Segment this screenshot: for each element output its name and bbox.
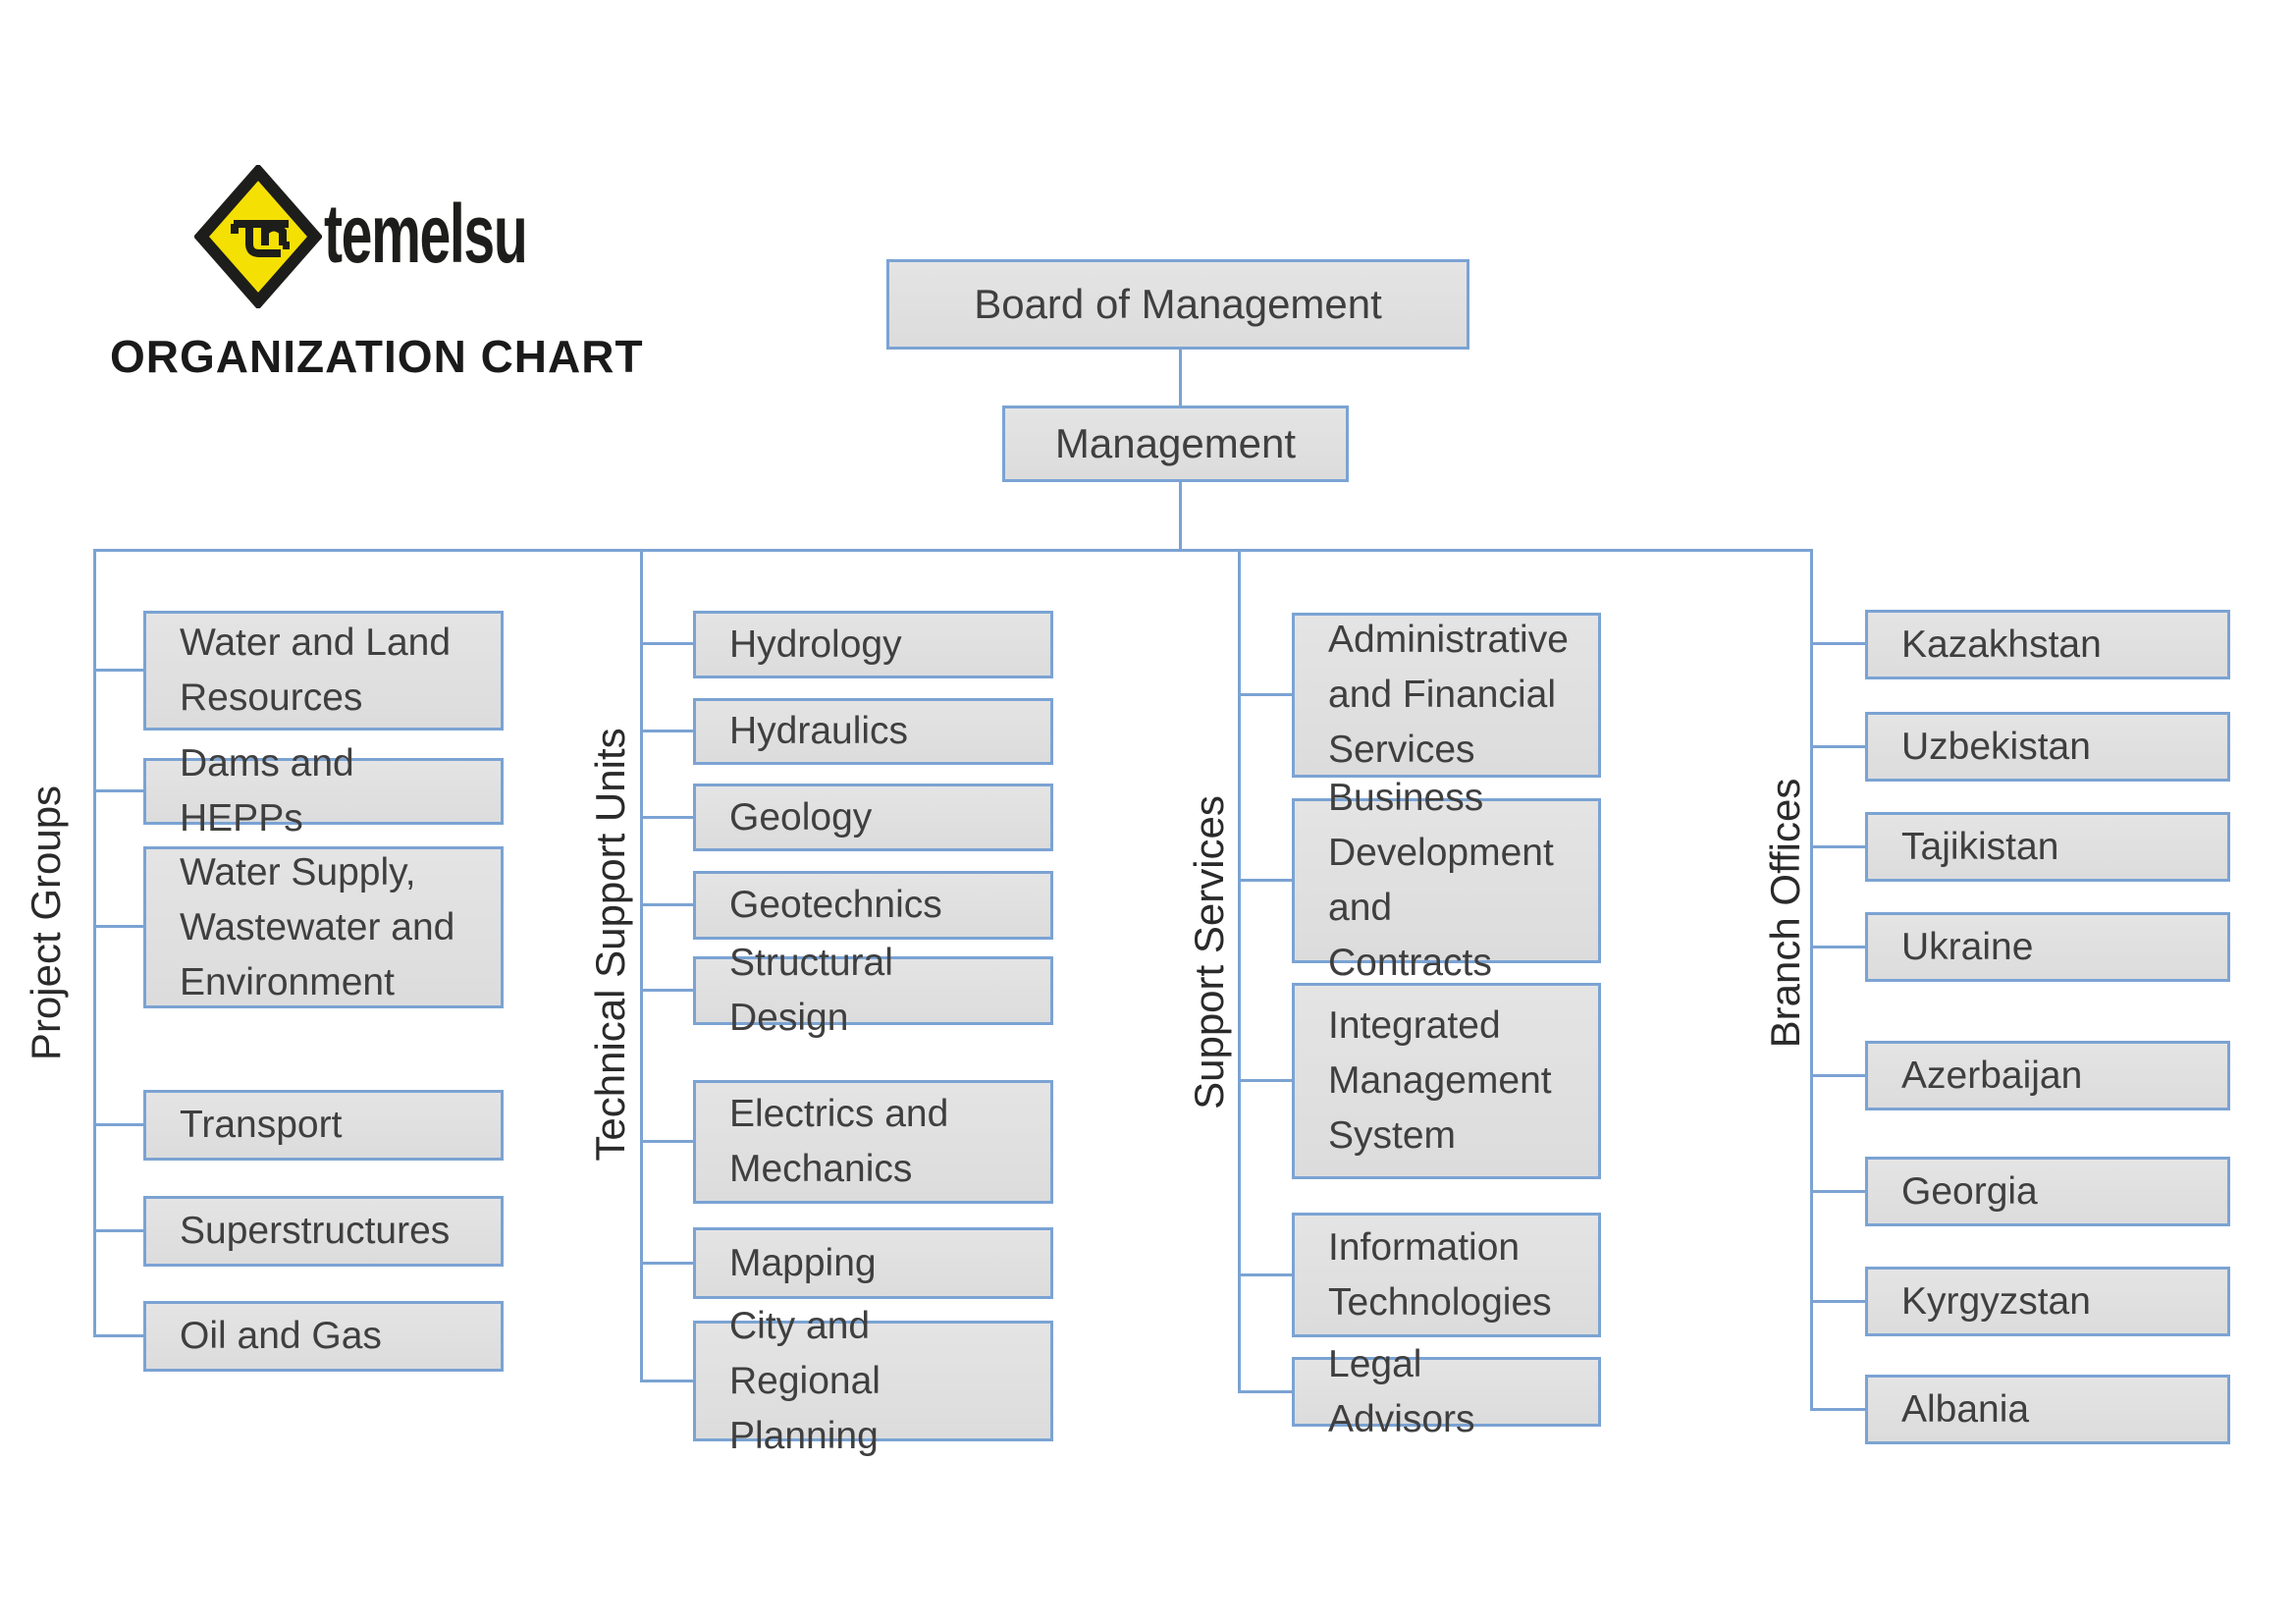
group-label-technical-support-units: Technical Support Units [587, 728, 633, 1162]
connector-line [93, 1123, 143, 1126]
node-superstructures: Superstructures [143, 1196, 504, 1267]
node-label: Georgia [1901, 1169, 2038, 1213]
node-mapping: Mapping [693, 1227, 1053, 1299]
connector-line [1238, 693, 1292, 696]
connector-line [640, 903, 693, 906]
spine-branch-offices [1810, 549, 1813, 1410]
node-administrative-and-financial-services: Administrative and Financial Services [1292, 613, 1601, 778]
node-label: Board of Management [974, 281, 1382, 327]
node-label: Management [1054, 420, 1297, 466]
node-label: Ukraine [1901, 925, 2034, 968]
node-label: Azerbaijan [1901, 1054, 2083, 1097]
connector-line [1179, 482, 1182, 551]
connector-line [1179, 350, 1182, 406]
node-label: Legal Advisors [1328, 1342, 1475, 1440]
connector-line [1238, 1390, 1292, 1393]
node-label: Business Development and Contracts [1328, 777, 1554, 984]
node-label: Electrics and Mechanics [729, 1093, 949, 1190]
node-albania: Albania [1865, 1375, 2230, 1444]
node-label: Geotechnics [729, 884, 942, 926]
connector-line [640, 642, 693, 645]
node-label: Kyrgyzstan [1901, 1279, 2091, 1323]
spine-technical-support-units [640, 549, 643, 1381]
node-label: Dams and HEPPs [180, 742, 354, 839]
node-label: Structural Design [729, 942, 893, 1039]
connector-line [640, 1380, 693, 1382]
node-georgia: Georgia [1865, 1157, 2230, 1226]
node-ukraine: Ukraine [1865, 912, 2230, 982]
node-transport: Transport [143, 1090, 504, 1161]
node-legal-advisors: Legal Advisors [1292, 1343, 1601, 1440]
node-business-development-and-contracts: Business Development and Contracts [1292, 777, 1601, 984]
connector-line [1238, 879, 1292, 882]
node-label: Kazakhstan [1901, 623, 2102, 666]
node-label: Hydrology [729, 623, 902, 666]
node-kyrgyzstan: Kyrgyzstan [1865, 1267, 2230, 1336]
node-label: Uzbekistan [1901, 725, 2091, 768]
connector-line [1810, 946, 1865, 948]
group-label-branch-offices: Branch Offices [1762, 778, 1808, 1049]
group-label-support-services: Support Services [1186, 795, 1232, 1110]
node-geotechnics: Geotechnics [693, 871, 1053, 940]
temelsu-logo-icon [193, 162, 323, 311]
connector-line [93, 925, 143, 928]
connector-line [93, 669, 143, 672]
node-tajikistan: Tajikistan [1865, 812, 2230, 882]
node-management: Management [1002, 406, 1349, 482]
connector-line [640, 989, 693, 992]
node-label: Oil and Gas [180, 1315, 382, 1357]
node-label: Water Supply, Wastewater and Environment [180, 850, 455, 1003]
spine-support-services [1238, 549, 1241, 1393]
connector-line [93, 1334, 143, 1337]
logo-wordmark: temelsu [324, 188, 528, 280]
node-label: Water and Land Resources [180, 622, 452, 719]
node-label: Information Technologies [1328, 1225, 1552, 1324]
node-structural-design: Structural Design [693, 942, 1053, 1039]
node-oil-and-gas: Oil and Gas [143, 1301, 504, 1372]
node-hydraulics: Hydraulics [693, 698, 1053, 765]
node-label: Superstructures [180, 1210, 451, 1252]
connector-line [1810, 642, 1865, 645]
node-label: Hydraulics [729, 710, 909, 752]
node-label: Administrative and Financial Services [1328, 619, 1569, 771]
connector-line [1810, 845, 1865, 848]
node-label: Mapping [729, 1241, 877, 1284]
connector-line [640, 816, 693, 819]
connector-line [640, 730, 693, 732]
spine-project-groups [93, 549, 96, 1337]
node-label: Tajikistan [1901, 825, 2059, 868]
connector-line [93, 549, 1813, 552]
node-water-and-land-resources: Water and Land Resources [143, 611, 504, 731]
connector-line [1238, 1273, 1292, 1276]
node-geology: Geology [693, 784, 1053, 851]
node-hydrology: Hydrology [693, 611, 1053, 678]
connector-line [1810, 1074, 1865, 1077]
connector-line [1810, 1408, 1865, 1411]
node-information-technologies: Information Technologies [1292, 1213, 1601, 1337]
node-uzbekistan: Uzbekistan [1865, 712, 2230, 782]
group-label-project-groups: Project Groups [23, 785, 69, 1061]
node-label: Transport [180, 1104, 343, 1146]
node-city-and-regional-planning: City and Regional Planning [693, 1305, 1053, 1457]
connector-line [640, 1262, 693, 1265]
node-water-supply-wastewater-environment: Water Supply, Wastewater and Environment [143, 846, 504, 1008]
node-azerbaijan: Azerbaijan [1865, 1041, 2230, 1110]
node-dams-and-hepps: Dams and HEPPs [143, 742, 504, 839]
node-kazakhstan: Kazakhstan [1865, 610, 2230, 679]
node-electrics-and-mechanics: Electrics and Mechanics [693, 1080, 1053, 1204]
connector-line [1810, 745, 1865, 748]
node-label: Geology [729, 795, 873, 839]
node-integrated-management-system: Integrated Management System [1292, 983, 1601, 1179]
node-label: City and Regional Planning [729, 1304, 881, 1457]
connector-line [1810, 1300, 1865, 1303]
node-label: Integrated Management System [1328, 1004, 1552, 1157]
node-board-of-management: Board of Management [886, 259, 1469, 350]
page-title: ORGANIZATION CHART [110, 331, 644, 382]
connector-line [1238, 1079, 1292, 1082]
connector-line [93, 789, 143, 792]
connector-line [640, 1140, 693, 1143]
connector-line [93, 1229, 143, 1232]
connector-line [1810, 1190, 1865, 1193]
node-label: Albania [1901, 1387, 2030, 1431]
